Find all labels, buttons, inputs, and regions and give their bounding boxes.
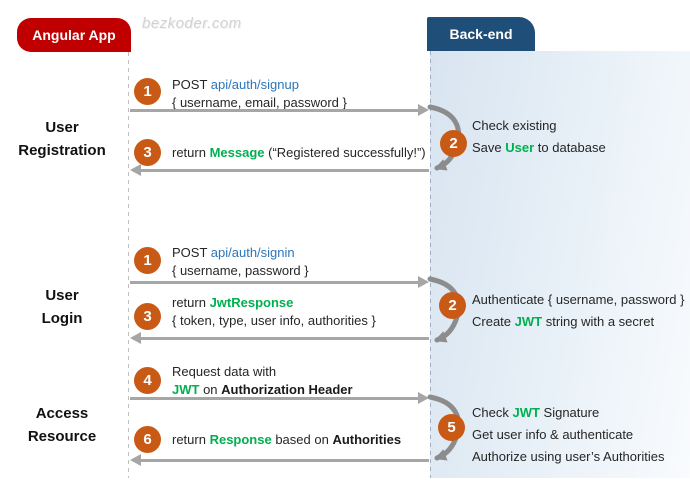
backend-step-text-login: Authenticate { username, password } Crea… (472, 289, 684, 333)
text-segment: Response (209, 432, 272, 447)
step-number-badge: 4 (134, 367, 161, 394)
message-line: { username, email, password } (172, 94, 347, 112)
message-line: JWT on Authorization Header (172, 381, 353, 399)
section-label-line: User (45, 287, 79, 304)
step-number-badge: 2 (439, 292, 466, 319)
request-arrow (130, 276, 429, 288)
step-line: Check JWT Signature (472, 402, 664, 424)
text-segment: Authorities (332, 432, 402, 447)
message-line: { token, type, user info, authorities } (172, 312, 376, 330)
text-segment: Save (472, 140, 506, 155)
watermark: bezkoder.com (142, 15, 242, 32)
text-segment: JWT (514, 314, 543, 329)
text-segment: Authorization Header (221, 382, 353, 397)
step-number-badge: 6 (134, 426, 161, 453)
section-label-line: Resource (27, 428, 97, 445)
text-segment: Authorize using user’s Authorities (472, 449, 665, 464)
text-segment: based on (271, 432, 333, 447)
section-label-user-registration: User Registration (7, 116, 117, 162)
backend-step-text-access: Check JWT Signature Get user info & auth… (472, 402, 664, 468)
text-segment: on (199, 382, 222, 397)
backend-step-text-registration: Check existing Save User to database (472, 115, 606, 159)
step-number-badge: 2 (440, 130, 467, 157)
text-segment: Authenticate { username, password } (472, 292, 685, 307)
step-number-badge: 3 (134, 303, 161, 330)
response-arrow (130, 332, 429, 344)
step-line: Authenticate { username, password } (472, 289, 684, 311)
message-line: POST api/auth/signin (172, 244, 309, 262)
text-segment: to database (534, 140, 606, 155)
backend-panel (430, 51, 690, 478)
response-arrow (130, 454, 429, 466)
request-arrow (130, 104, 429, 116)
message-text-signup-request: POST api/auth/signup { username, email, … (172, 76, 347, 112)
message-text-signin-request: POST api/auth/signin { username, passwor… (172, 244, 309, 280)
text-segment: api/auth/signup (210, 77, 299, 92)
step-line: Authorize using user’s Authorities (472, 446, 664, 468)
text-segment: api/auth/signin (210, 245, 295, 260)
message-text-resource-request: Request data with JWT on Authorization H… (172, 363, 353, 399)
message-text-resource-response: return Response based on Authorities (172, 431, 401, 449)
text-segment: return (172, 432, 210, 447)
step-number-badge: 1 (134, 78, 161, 105)
text-segment: Message (209, 145, 265, 160)
lifeline-backend (430, 51, 431, 478)
message-line: return Response based on Authorities (172, 431, 401, 449)
message-line: return Message (“Registered successfully… (172, 144, 426, 162)
text-segment: { username, email, password } (172, 95, 347, 110)
message-line: return JwtResponse (172, 294, 376, 312)
text-segment: { username, password } (172, 263, 309, 278)
message-line: Request data with (172, 363, 353, 381)
message-line: { username, password } (172, 262, 309, 280)
actor-backend: Back-end (427, 17, 535, 51)
step-line: Create JWT string with a secret (472, 311, 684, 333)
text-segment: Check existing (472, 118, 557, 133)
text-segment: (“Registered successfully!”) (264, 145, 426, 160)
lifeline-angular (128, 52, 129, 478)
text-segment: { token, type, user info, authorities } (172, 313, 376, 328)
text-segment: Create (472, 314, 515, 329)
text-segment: Signature (539, 405, 600, 420)
message-text-signup-response: return Message (“Registered successfully… (172, 144, 426, 162)
step-line: Check existing (472, 115, 606, 137)
section-label-access-resource: Access Resource (7, 402, 117, 448)
actor-angular-app: Angular App (17, 18, 131, 52)
text-segment: POST (172, 245, 211, 260)
step-number-badge: 3 (134, 139, 161, 166)
text-segment: return (172, 145, 210, 160)
message-line: POST api/auth/signup (172, 76, 347, 94)
text-segment: Check (472, 405, 513, 420)
message-text-signin-response: return JwtResponse { token, type, user i… (172, 294, 376, 330)
step-line: Save User to database (472, 137, 606, 159)
text-segment: return (172, 295, 210, 310)
text-segment: string with a secret (542, 314, 655, 329)
text-segment: JwtResponse (209, 295, 294, 310)
section-label-line: Login (41, 310, 83, 327)
section-label-user-login: User Login (7, 284, 117, 330)
response-arrow (130, 164, 429, 176)
step-number-badge: 1 (134, 247, 161, 274)
step-line: Get user info & authenticate (472, 424, 664, 446)
text-segment: Request data with (172, 364, 277, 379)
request-arrow (130, 392, 429, 404)
text-segment: JWT (512, 405, 540, 420)
text-segment: User (505, 140, 535, 155)
section-label-line: Registration (18, 142, 106, 159)
text-segment: POST (172, 77, 211, 92)
step-number-badge: 5 (438, 414, 465, 441)
text-segment: Get user info & authenticate (472, 427, 634, 442)
text-segment: JWT (172, 382, 200, 397)
section-label-line: User (45, 119, 79, 136)
section-label-line: Access (35, 405, 89, 422)
